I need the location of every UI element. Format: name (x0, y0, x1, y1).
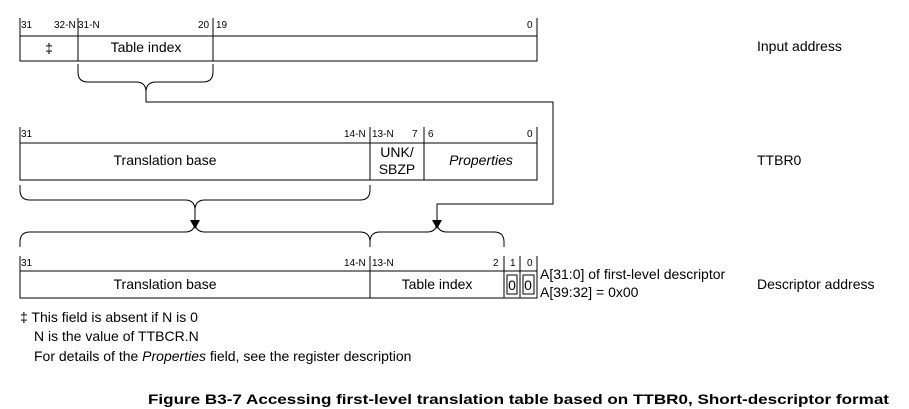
descriptor-table-index-field: Table index (402, 276, 473, 292)
bit-label-31: 31 (21, 258, 33, 269)
bit-label-7: 7 (412, 129, 418, 140)
figure-caption: Figure B3-7 Accessing first-level transl… (148, 391, 889, 407)
properties-field: Properties (449, 152, 513, 168)
dagger-field: ‡ (45, 40, 53, 56)
bit-label-14-n: 14-N (344, 129, 366, 140)
descriptor-address-box (19, 270, 538, 299)
footnote-properties: For details of the Properties field, see… (34, 348, 411, 364)
bit-label-20: 20 (198, 20, 210, 31)
translation-base-brace (19, 185, 371, 211)
bit-label-6: 6 (428, 129, 434, 140)
bit-label-0: 0 (527, 20, 533, 31)
unk-sbzp-field-line1: UNK/ (380, 144, 414, 160)
bit-label-0: 0 (527, 258, 533, 269)
input-address-label: Input address (757, 38, 842, 54)
bit-label-31-n: 31-N (78, 20, 100, 31)
input-address-box (19, 35, 538, 62)
ttbr0-translation-base-field: Translation base (114, 152, 217, 168)
bit-label-13-n: 13-N (372, 258, 394, 269)
bit-label-14-n: 14-N (344, 258, 366, 269)
bit-label-0: 0 (527, 129, 533, 140)
bit0-zero-box (522, 274, 535, 295)
descriptor-index-brace (369, 221, 505, 247)
bit-label-31: 31 (21, 20, 33, 31)
descriptor-address-label: Descriptor address (757, 276, 875, 292)
unk-sbzp-field-line2: SBZP (379, 161, 416, 177)
ttbr0-register: 31 14-N 13-N 7 6 0 Translation base UNK/… (19, 127, 802, 181)
bit-label-32-n: 32-N (54, 20, 76, 31)
descriptor-translation-base-field: Translation base (114, 276, 217, 292)
ttbr0-label: TTBR0 (757, 152, 802, 168)
ttbr0-box (19, 142, 538, 181)
input-table-index-field: Table index (111, 39, 182, 55)
bit1-zero: 0 (508, 277, 516, 293)
descriptor-address-register: 31 14-N 13-N 2 1 0 Translation base Tabl… (19, 256, 875, 300)
table-index-brace (77, 64, 214, 93)
descriptor-base-brace (19, 221, 371, 247)
input-address-register: 31 32-N 31-N 20 19 0 ‡ Table index Input… (19, 18, 842, 62)
bit-label-2: 2 (493, 258, 499, 269)
table-index-connector (145, 92, 554, 226)
footnotes: ‡ This field is absent if N is 0 N is th… (20, 309, 411, 364)
bit-label-19: 19 (216, 20, 228, 31)
bit1-zero-box (506, 274, 518, 295)
bit-label-13-n: 13-N (372, 129, 394, 140)
bit0-zero: 0 (524, 277, 532, 293)
descriptor-side-note-line2: A[39:32] = 0x00 (540, 284, 639, 300)
descriptor-side-note-line1: A[31:0] of first-level descriptor (540, 266, 726, 282)
bit-label-1: 1 (510, 258, 516, 269)
footnote-dagger: ‡ This field is absent if N is 0 (20, 309, 198, 325)
bit-label-31: 31 (21, 129, 33, 140)
footnote-n-definition: N is the value of TTBCR.N (34, 328, 199, 344)
